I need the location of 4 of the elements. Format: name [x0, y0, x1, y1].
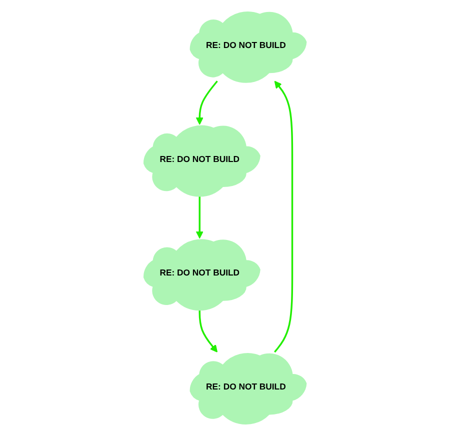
arrow [198, 308, 218, 352]
arrow [196, 195, 204, 239]
arrow [196, 80, 218, 125]
arrow [274, 80, 294, 353]
